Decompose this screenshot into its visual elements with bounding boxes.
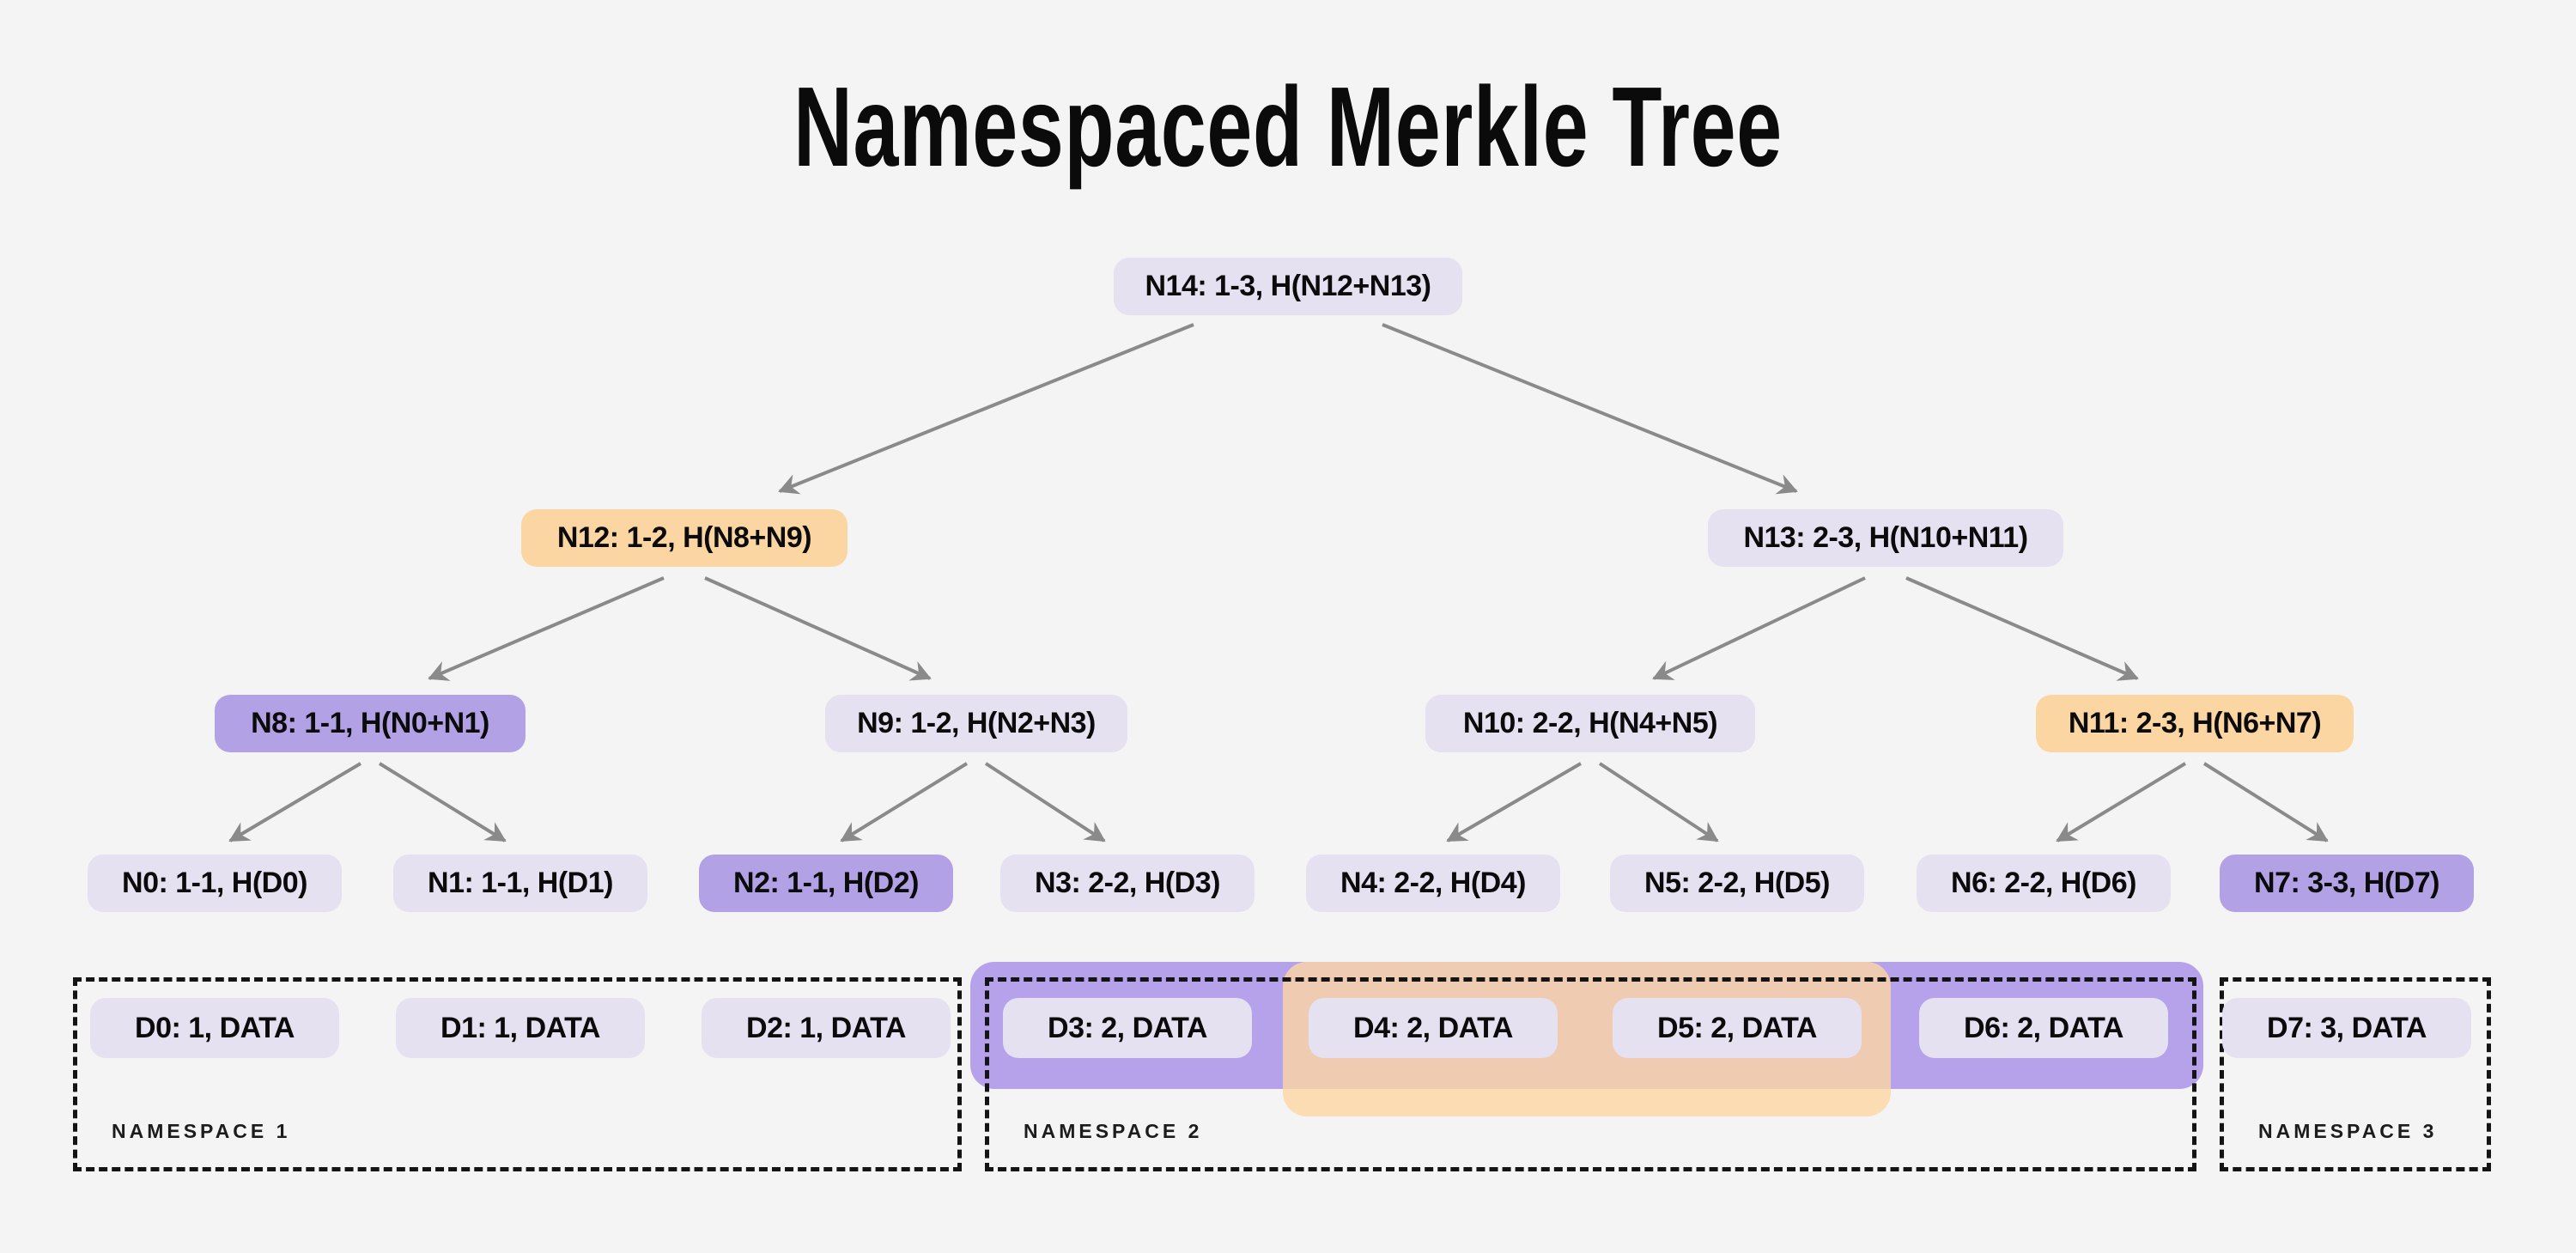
tree-node-n4: N4: 2-2, H(D4) — [1306, 855, 1560, 912]
tree-node-n12: N12: 1-2, H(N8+N9) — [521, 509, 848, 567]
edge-n8-n1 — [378, 762, 507, 842]
tree-node-n11: N11: 2-3, H(N6+N7) — [2036, 695, 2354, 752]
edge-n13-n11 — [1905, 576, 2139, 681]
data-leaf-d6: D6: 2, DATA — [1919, 998, 2168, 1058]
edge-n14-n13 — [1382, 323, 1798, 495]
tree-node-n8: N8: 1-1, H(N0+N1) — [215, 695, 526, 752]
tree-node-n14: N14: 1-3, H(N12+N13) — [1114, 258, 1462, 315]
edge-n13-n10 — [1652, 576, 1866, 680]
tree-node-n3: N3: 2-2, H(D3) — [1000, 855, 1255, 912]
edge-n10-n4 — [1446, 762, 1583, 842]
page-title: Namespaced Merkle Tree — [793, 64, 1783, 190]
tree-node-n10: N10: 2-2, H(N4+N5) — [1425, 695, 1755, 752]
namespace-3-label: NAMESPACE 3 — [2258, 1120, 2438, 1142]
data-leaf-d1: D1: 1, DATA — [396, 998, 645, 1058]
namespace-2-label: NAMESPACE 2 — [1024, 1120, 1203, 1142]
data-leaf-d3: D3: 2, DATA — [1003, 998, 1252, 1058]
data-leaf-d4: D4: 2, DATA — [1309, 998, 1558, 1058]
edge-n10-n5 — [1598, 762, 1719, 842]
namespace-3-box: NAMESPACE 3 — [2220, 977, 2491, 1171]
edge-n12-n9 — [704, 576, 932, 681]
edge-n9-n2 — [840, 762, 969, 842]
namespace-2-box: NAMESPACE 2 — [985, 977, 2196, 1171]
data-leaf-d7: D7: 3, DATA — [2222, 998, 2471, 1058]
tree-node-n13: N13: 2-3, H(N10+N11) — [1708, 509, 2063, 567]
edge-n8-n0 — [228, 762, 362, 842]
edge-n9-n3 — [984, 762, 1106, 842]
edge-n12-n8 — [428, 576, 665, 681]
tree-node-n0: N0: 1-1, H(D0) — [88, 855, 342, 912]
data-leaf-d0: D0: 1, DATA — [90, 998, 339, 1058]
tree-node-n2: N2: 1-1, H(D2) — [699, 855, 953, 912]
namespace-1-box: NAMESPACE 1 — [73, 977, 962, 1171]
edge-n11-n7 — [2202, 762, 2329, 842]
data-leaf-d2: D2: 1, DATA — [702, 998, 951, 1058]
tree-node-n9: N9: 1-2, H(N2+N3) — [825, 695, 1127, 752]
edge-n11-n6 — [2056, 762, 2187, 842]
data-leaf-d5: D5: 2, DATA — [1613, 998, 1862, 1058]
tree-node-n1: N1: 1-1, H(D1) — [393, 855, 647, 912]
edge-n14-n12 — [778, 323, 1194, 495]
tree-node-n7: N7: 3-3, H(D7) — [2220, 855, 2474, 912]
tree-node-n5: N5: 2-2, H(D5) — [1610, 855, 1864, 912]
tree-node-n6: N6: 2-2, H(D6) — [1917, 855, 2171, 912]
namespace-1-label: NAMESPACE 1 — [112, 1120, 291, 1142]
